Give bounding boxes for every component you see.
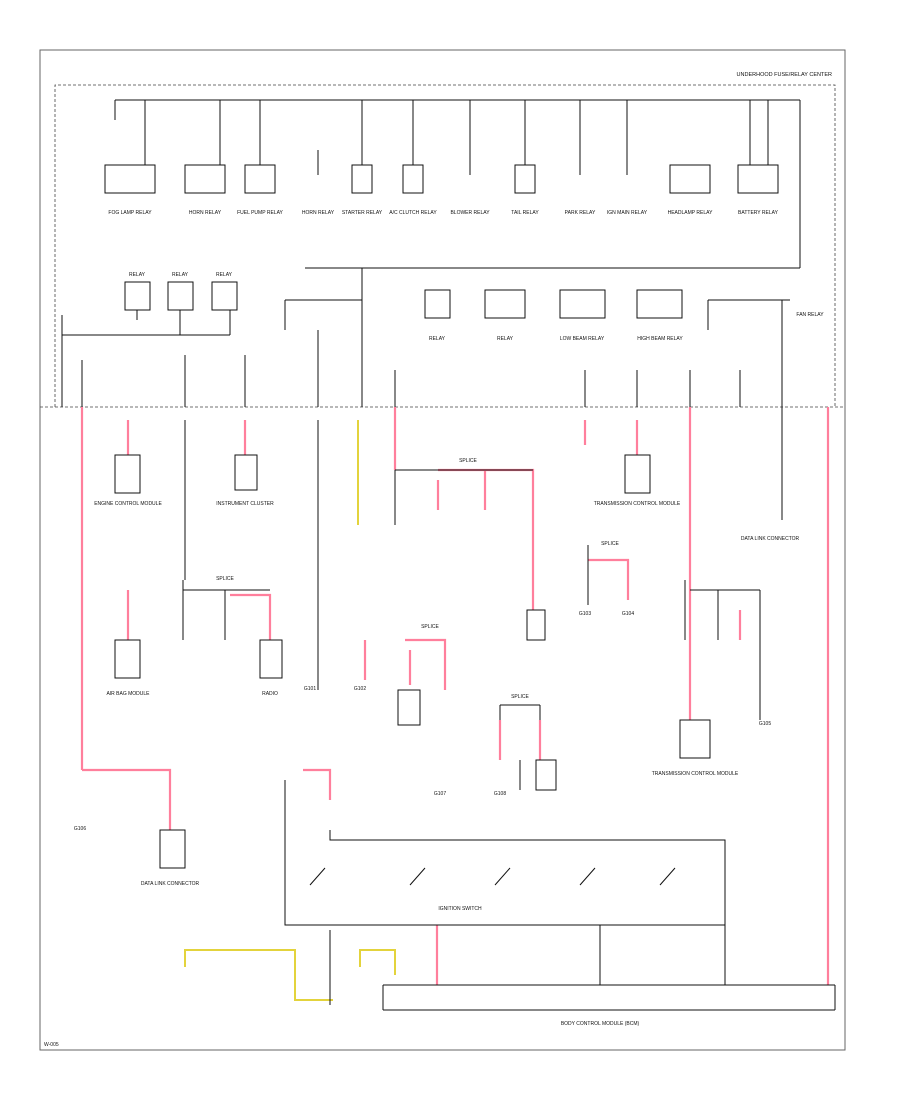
page-id: W-005: [44, 1042, 59, 1048]
relay-1: FOG LAMP RELAY: [104, 100, 156, 216]
svg-text:RELAY: RELAY: [172, 272, 189, 278]
ignition-switch: [309, 867, 676, 886]
svg-text:TRANSMISSION CONTROL MODULE: TRANSMISSION CONTROL MODULE: [594, 501, 681, 507]
component-boxes: [114, 454, 711, 869]
svg-text:BODY CONTROL MODULE (BCM): BODY CONTROL MODULE (BCM): [561, 1021, 640, 1027]
svg-text:G104: G104: [622, 611, 634, 617]
svg-text:DATA LINK CONNECTOR: DATA LINK CONNECTOR: [141, 881, 200, 887]
svg-text:LOW BEAM RELAY: LOW BEAM RELAY: [560, 336, 605, 342]
relay-4: HORN RELAY: [302, 150, 335, 216]
svg-text:STARTER RELAY: STARTER RELAY: [342, 210, 383, 216]
svg-text:FUEL PUMP RELAY: FUEL PUMP RELAY: [237, 210, 283, 216]
relay-7: BLOWER RELAY: [450, 100, 490, 216]
svg-text:DATA LINK CONNECTOR: DATA LINK CONNECTOR: [741, 536, 800, 542]
svg-text:ENGINE CONTROL MODULE: ENGINE CONTROL MODULE: [94, 501, 162, 507]
svg-text:AIR BAG MODULE: AIR BAG MODULE: [106, 691, 150, 697]
relay-9: PARK RELAY: [565, 100, 596, 216]
svg-text:G101: G101: [304, 686, 316, 692]
outer-frame: [39, 49, 846, 1051]
svg-text:TAIL RELAY: TAIL RELAY: [511, 210, 539, 216]
svg-text:G102: G102: [354, 686, 366, 692]
relay-12: BATTERY RELAY: [737, 100, 779, 216]
svg-text:TRANSMISSION CONTROL MODULE: TRANSMISSION CONTROL MODULE: [652, 771, 739, 777]
svg-text:BATTERY RELAY: BATTERY RELAY: [738, 210, 779, 216]
svg-text:RELAY: RELAY: [429, 336, 446, 342]
module-labels: ENGINE CONTROL MODULE INSTRUMENT CLUSTER…: [94, 501, 799, 1027]
svg-text:SPLICE: SPLICE: [216, 576, 234, 582]
svg-text:PARK RELAY: PARK RELAY: [565, 210, 596, 216]
svg-text:RADIO: RADIO: [262, 691, 278, 697]
ground-labels: G101 G102 G103 G104 G105 G106 G107 G108: [74, 611, 771, 832]
svg-text:G108: G108: [494, 791, 506, 797]
svg-text:HORN RELAY: HORN RELAY: [302, 210, 335, 216]
relay-2: HORN RELAY: [184, 100, 226, 216]
svg-text:BLOWER RELAY: BLOWER RELAY: [450, 210, 490, 216]
left-relays: RELAY RELAY RELAY: [61, 272, 238, 407]
svg-text:IGN MAIN RELAY: IGN MAIN RELAY: [607, 210, 648, 216]
svg-text:G105: G105: [759, 721, 771, 727]
relay-8: TAIL RELAY: [511, 100, 539, 216]
svg-text:SPLICE: SPLICE: [511, 694, 529, 700]
splice-labels: SPLICE SPLICE SPLICE SPLICE SPLICE: [216, 458, 619, 700]
mid-relay-row: RELAY RELAY LOW BEAM RELAY HIGH BEAM REL…: [284, 268, 824, 407]
svg-text:INSTRUMENT CLUSTER: INSTRUMENT CLUSTER: [216, 501, 274, 507]
svg-text:RELAY: RELAY: [216, 272, 233, 278]
svg-text:RELAY: RELAY: [129, 272, 146, 278]
relay-11: HEADLAMP RELAY: [668, 164, 713, 216]
svg-text:SPLICE: SPLICE: [421, 624, 439, 630]
relay-6: A/C CLUTCH RELAY: [389, 100, 437, 216]
svg-text:G103: G103: [579, 611, 591, 617]
svg-text:HEADLAMP RELAY: HEADLAMP RELAY: [668, 210, 713, 216]
svg-text:HIGH BEAM RELAY: HIGH BEAM RELAY: [637, 336, 683, 342]
relay-10: IGN MAIN RELAY: [607, 100, 648, 216]
top-relay-row: FOG LAMP RELAY HORN RELAY FUEL PUMP RELA…: [104, 100, 779, 216]
relay-3: FUEL PUMP RELAY: [237, 100, 284, 216]
svg-text:FAN RELAY: FAN RELAY: [796, 312, 824, 318]
svg-text:G106: G106: [74, 826, 86, 832]
svg-text:FOG LAMP RELAY: FOG LAMP RELAY: [108, 210, 152, 216]
svg-text:RELAY: RELAY: [497, 336, 514, 342]
power-wires: [80, 407, 830, 985]
fuse-drops: [81, 330, 741, 407]
fuse-block-border: [54, 84, 836, 407]
svg-text:SPLICE: SPLICE: [601, 541, 619, 547]
aux-wires: [184, 420, 396, 1001]
header-label: UNDERHOOD FUSE/RELAY CENTER: [737, 72, 832, 78]
svg-text:HORN RELAY: HORN RELAY: [189, 210, 222, 216]
svg-text:IGNITION SWITCH: IGNITION SWITCH: [438, 906, 482, 912]
harness: [182, 407, 836, 1011]
relay-5: STARTER RELAY: [342, 100, 383, 216]
svg-text:A/C CLUTCH RELAY: A/C CLUTCH RELAY: [389, 210, 437, 216]
svg-text:SPLICE: SPLICE: [459, 458, 477, 464]
svg-text:G107: G107: [434, 791, 446, 797]
